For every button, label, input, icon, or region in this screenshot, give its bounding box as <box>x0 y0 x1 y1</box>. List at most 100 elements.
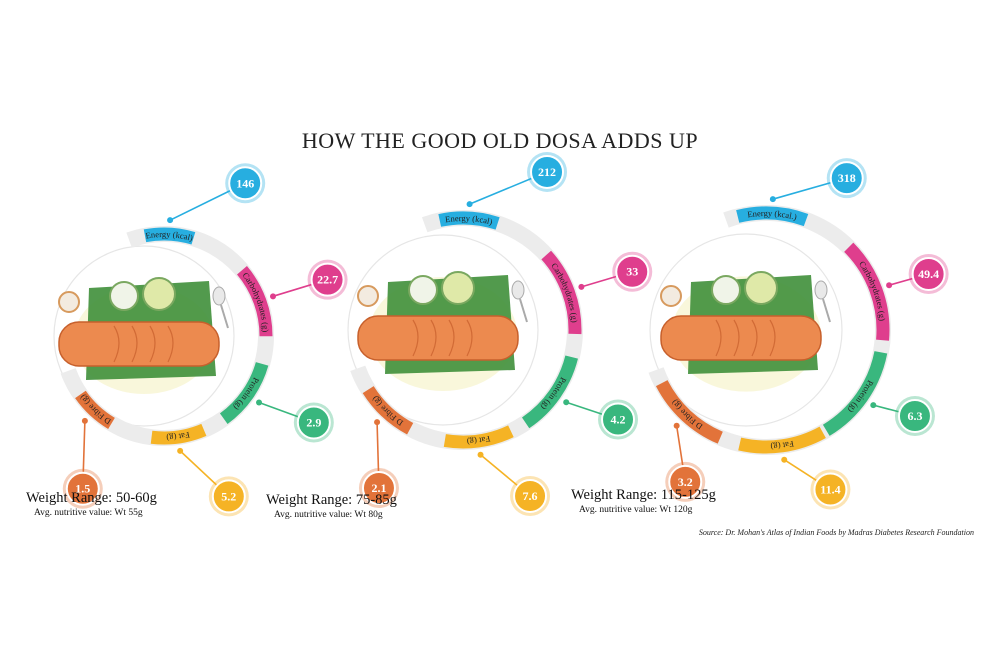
avg-value-large: Avg. nutritive value: Wt 120g <box>579 505 693 515</box>
fat-label-text: Fat (g) <box>770 439 795 452</box>
sambar-bowl <box>142 277 176 311</box>
weight-range-small: Weight Range: 50-60g <box>26 490 157 506</box>
fibre-callout-dot <box>673 422 680 429</box>
spoon <box>212 286 226 306</box>
weight-range-medium: Weight Range: 75-85g <box>266 492 397 508</box>
protein-value: 4.2 <box>611 413 626 427</box>
energy-bar <box>736 206 809 227</box>
fibre-value: 2.1 <box>371 481 386 495</box>
energy-callout-dot <box>167 217 174 224</box>
dosa <box>660 315 822 361</box>
fat-value: 5.2 <box>221 489 236 503</box>
protein-value: 6.3 <box>907 409 922 423</box>
protein-callout-dot <box>870 402 877 409</box>
carbs-bubble <box>911 257 946 292</box>
carbs-value: 33 <box>626 265 638 279</box>
carbs-bar <box>844 242 890 341</box>
carbs-value: 49.4 <box>918 267 939 281</box>
protein-value: 2.9 <box>306 416 321 430</box>
fat-callout-dot <box>177 447 184 454</box>
fibre-bar <box>655 380 723 444</box>
fibre-bubble <box>65 471 100 506</box>
fat-callout-dot <box>781 456 788 463</box>
energy-value: 318 <box>838 171 856 185</box>
fat-label: Fat (g) <box>770 439 795 452</box>
dosa-texture <box>769 319 776 357</box>
fat-value: 11.4 <box>820 482 840 496</box>
side-bowl <box>660 285 682 307</box>
energy-bubble <box>228 166 263 201</box>
carbs-bar <box>236 266 273 337</box>
fat-bar <box>150 423 207 445</box>
side-bowl <box>58 291 80 313</box>
protein-bubble <box>897 399 932 433</box>
dosa-texture <box>149 325 156 363</box>
chart-title: HOW THE GOOD OLD DOSA ADDS UP <box>301 128 699 153</box>
fibre-bar <box>75 390 116 430</box>
energy-bubble <box>530 154 565 189</box>
source-note: Source: Dr. Mohan's Atlas of Indian Food… <box>698 528 974 537</box>
fat-value: 7.6 <box>523 489 538 503</box>
dosa <box>357 315 519 361</box>
dosa-texture <box>715 319 722 357</box>
dosa-texture <box>751 319 758 357</box>
weight-range-large: Weight Range: 115-125g <box>571 487 716 503</box>
dosa-texture <box>412 319 419 357</box>
fibre-bubble <box>361 471 396 506</box>
energy-callout-dot <box>769 196 776 203</box>
avg-value-medium: Avg. nutritive value: Wt 80g <box>274 510 383 520</box>
chutney-bowl <box>408 275 438 305</box>
fibre-value: 1.5 <box>75 482 90 496</box>
fat-label-text: Fat (g) <box>466 434 491 447</box>
chutney-bowl <box>711 275 741 305</box>
protein-bar <box>219 361 269 424</box>
dosa-texture <box>733 319 740 357</box>
avg-value-small: Avg. nutritive value: Wt 55g <box>34 508 143 518</box>
energy-bar <box>438 211 500 230</box>
spoon-handle <box>822 298 831 323</box>
chutney-bowl <box>109 281 139 311</box>
fibre-callout-dot <box>374 419 381 426</box>
spoon <box>814 280 828 300</box>
side-bowl <box>357 285 379 307</box>
dosa-texture <box>448 319 455 357</box>
energy-callout-dot <box>466 201 473 208</box>
fibre-bubble <box>668 464 703 499</box>
protein-bar <box>521 355 578 429</box>
sambar-bowl <box>744 271 778 305</box>
dosa-texture <box>131 325 138 363</box>
spoon-handle <box>220 304 229 329</box>
carbs-bubble <box>615 254 650 289</box>
dosa <box>58 321 220 367</box>
protein-callout-dot <box>563 399 570 406</box>
fat-bubble <box>513 478 548 513</box>
energy-value: 212 <box>538 165 556 179</box>
protein-callout-dot <box>256 399 263 406</box>
carbs-bubble <box>310 262 345 297</box>
protein-bubble <box>601 402 636 437</box>
carbs-callout-dot <box>886 282 893 289</box>
fat-label-text: Fat (g) <box>166 430 191 443</box>
fibre-bar <box>362 385 414 435</box>
dosa-texture <box>167 325 174 363</box>
weight-block-medium: Weight Range: 75-85g Avg. nutritive valu… <box>266 492 397 520</box>
fat-label: Fat (g) <box>166 430 191 443</box>
spoon-handle <box>519 298 528 323</box>
dosa-texture <box>430 319 437 357</box>
fibre-value: 3.2 <box>678 475 693 489</box>
weight-block-small: Weight Range: 50-60g Avg. nutritive valu… <box>26 490 157 518</box>
dosa-texture <box>466 319 473 357</box>
carbs-callout-dot <box>270 293 277 300</box>
protein-bubble <box>296 405 331 440</box>
fat-bubble <box>211 479 246 514</box>
dosa-texture <box>113 325 120 363</box>
fat-bar <box>738 426 826 454</box>
energy-bar <box>143 227 196 245</box>
fat-callout-dot <box>477 451 484 458</box>
carbs-value: 22.7 <box>317 273 338 287</box>
energy-value: 146 <box>236 176 254 190</box>
